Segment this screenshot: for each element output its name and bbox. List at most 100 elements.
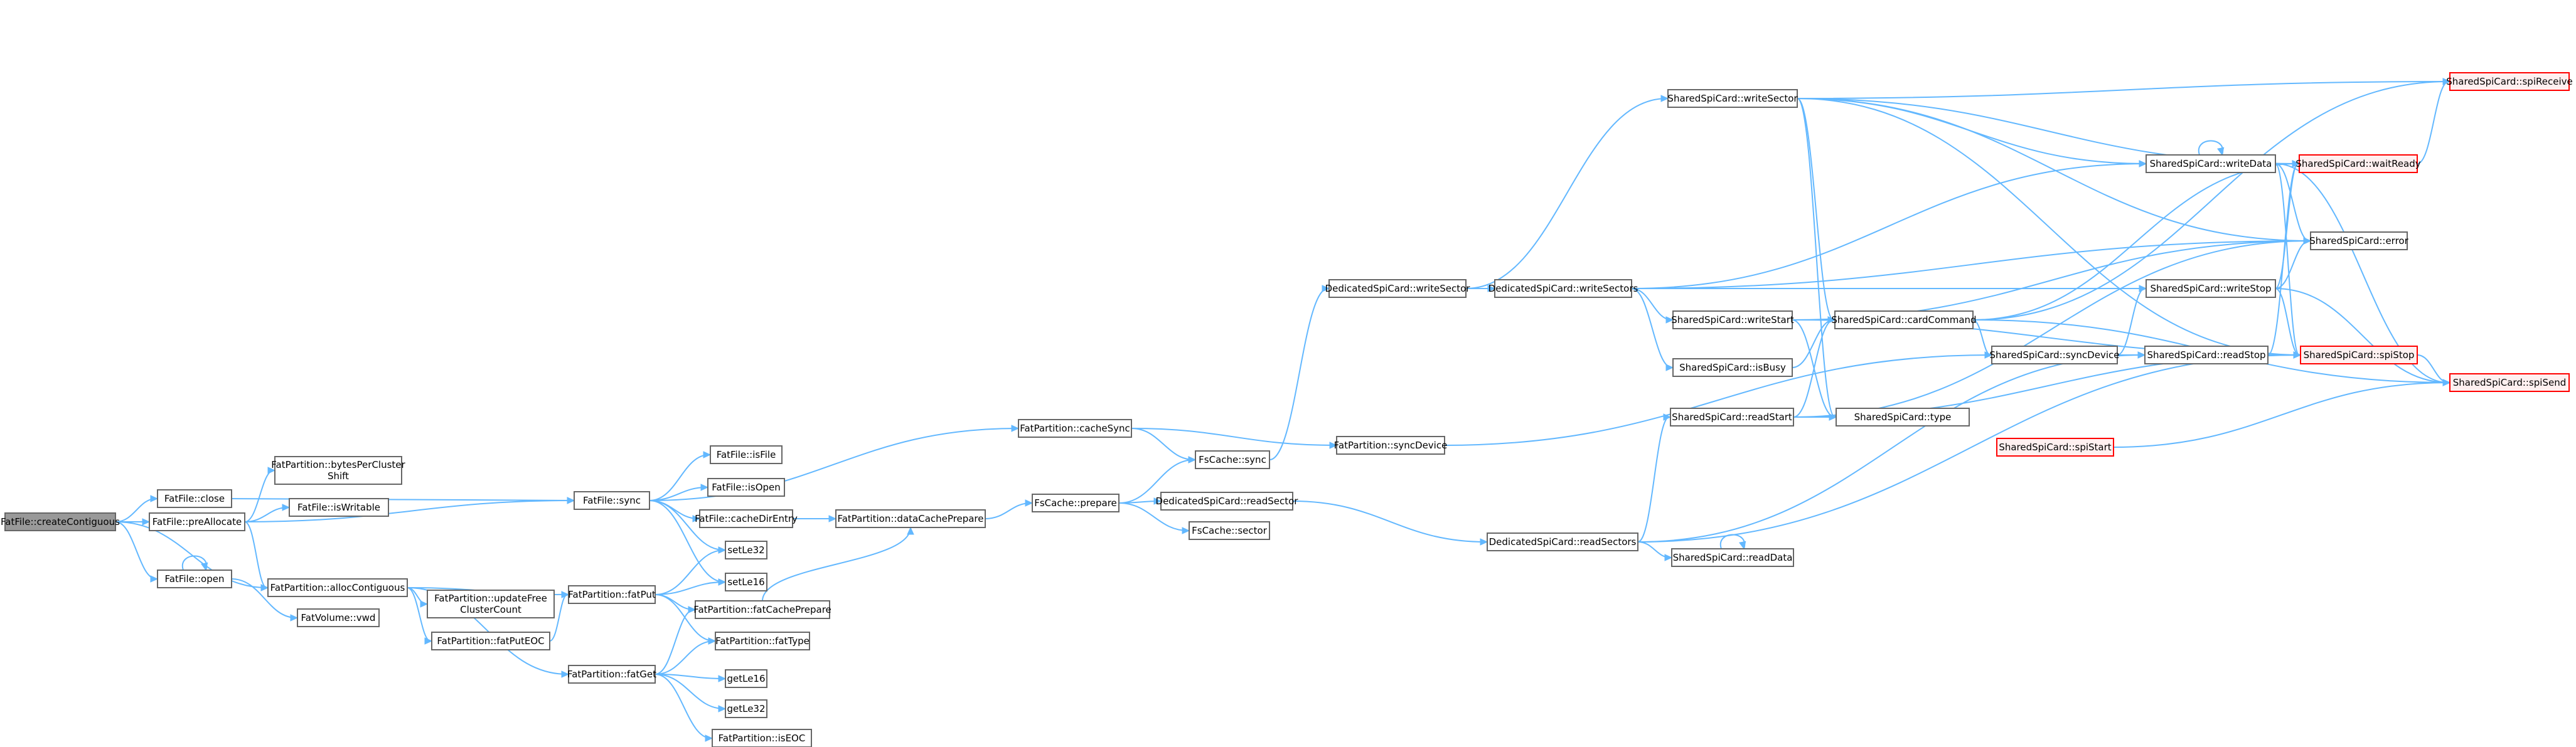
edge-n0-n1 <box>115 495 159 522</box>
node-box <box>1667 89 1798 108</box>
graph-node[interactable]: FatPartition::fatType <box>715 632 810 650</box>
edge-curve <box>2198 140 2224 156</box>
edge-arrow <box>1663 413 1672 421</box>
graph-node[interactable]: SharedSpiCard::spiReceive <box>2446 72 2573 91</box>
graph-node[interactable]: FatFile::isOpen <box>707 478 785 497</box>
graph-node[interactable]: FatFile::cacheDirEntry <box>695 509 798 528</box>
graph-node[interactable]: FatVolume::vwd <box>297 608 380 627</box>
edge-n19-n18 <box>655 637 717 675</box>
graph-node[interactable]: FatFile::open <box>157 570 232 588</box>
edge-curve <box>1465 98 1667 289</box>
edge-curve <box>762 527 911 601</box>
graph-node[interactable]: FatPartition::allocContiguous <box>267 578 408 597</box>
edge-n30-n31 <box>1465 285 1496 292</box>
node-box <box>2146 279 2276 298</box>
node-label: SharedSpiCard::cardCommand <box>1831 314 1976 326</box>
node-label: SharedSpiCard::readData <box>1673 552 1793 563</box>
node-label: FsCache::sector <box>1192 525 1268 536</box>
edge-arrow <box>1480 538 1488 546</box>
graph-node[interactable]: DedicatedSpiCard::readSectors <box>1487 532 1638 551</box>
node-label: SharedSpiCard::spiStop <box>2304 349 2415 361</box>
graph-node[interactable]: FatPartition::isEOC <box>712 729 812 747</box>
node-label: SharedSpiCard::writeSector <box>1667 93 1798 104</box>
graph-node[interactable]: DedicatedSpiCard::readSector <box>1156 492 1299 511</box>
edge-n3-n7 <box>231 578 299 622</box>
node-label: DedicatedSpiCard::writeSectors <box>1488 283 1638 294</box>
graph-node[interactable]: DedicatedSpiCard::writeSectors <box>1488 279 1638 298</box>
graph-node[interactable]: FatPartition::fatPut <box>568 585 656 604</box>
graph-node[interactable]: FatPartition::cacheSync <box>1018 419 1132 438</box>
graph-node[interactable]: SharedSpiCard::error <box>2309 231 2409 250</box>
node-label: FatPartition::fatCachePrepare <box>693 604 831 615</box>
graph-node[interactable]: getLe16 <box>725 669 767 688</box>
edge-curve <box>1631 288 1672 368</box>
edge-arrow <box>828 515 837 522</box>
node-label: SharedSpiCard::error <box>2309 235 2408 246</box>
edge-curve <box>985 502 1032 519</box>
graph-node[interactable]: setLe32 <box>725 541 767 559</box>
graph-node[interactable]: FatFile::preAllocate <box>149 512 245 531</box>
edge-n8-n23 <box>649 425 1020 501</box>
node-box <box>2449 373 2570 392</box>
graph-node[interactable]: SharedSpiCard::waitReady <box>2295 154 2421 173</box>
edge-n6-n15 <box>407 587 433 645</box>
node-box <box>1834 310 1974 329</box>
node-label: FatFile::preAllocate <box>152 516 242 527</box>
edge-arrow <box>420 600 429 608</box>
graph-node[interactable]: getLe32 <box>725 699 767 718</box>
node-box <box>289 498 389 517</box>
edge-curve <box>649 428 1018 501</box>
graph-node[interactable]: SharedSpiCard::readStop <box>2144 346 2269 364</box>
edge-curve <box>2275 163 2300 356</box>
graph-node[interactable]: FatPartition::syncDevice <box>1334 436 1448 455</box>
edge-curve <box>1797 98 1834 321</box>
graph-node[interactable]: FatFile::close <box>157 489 232 508</box>
edge-n19-n21 <box>655 674 727 713</box>
graph-node[interactable]: FatPartition::fatCachePrepare <box>693 600 831 619</box>
node-box <box>710 445 783 464</box>
node-label: DedicatedSpiCard::readSector <box>1156 495 1299 507</box>
graph-node[interactable]: SharedSpiCard::spiSend <box>2449 373 2570 392</box>
graph-node[interactable]: FatPartition::fatPutEOC <box>431 632 550 650</box>
graph-node[interactable]: FsCache::sector <box>1189 521 1270 540</box>
edge-n32-n36 <box>1637 413 1672 543</box>
graph-node[interactable]: SharedSpiCard::writeData <box>2146 154 2276 173</box>
edge-n36-n38 <box>1793 316 1836 418</box>
graph-node[interactable]: SharedSpiCard::writeStart <box>1671 310 1794 329</box>
graph-node[interactable]: SharedSpiCard::readData <box>1671 548 1794 567</box>
graph-node[interactable]: SharedSpiCard::writeSector <box>1667 89 1798 108</box>
edge-arrow <box>708 637 717 645</box>
graph-node[interactable]: FatFile::isWritable <box>289 498 389 517</box>
graph-node[interactable]: SharedSpiCard::isBusy <box>1672 358 1793 377</box>
graph-node[interactable]: SharedSpiCard::type <box>1836 408 1970 426</box>
graph-node[interactable]: FsCache::sync <box>1195 450 1270 469</box>
edge-curve <box>1972 81 2449 321</box>
graph-node[interactable]: SharedSpiCard::cardCommand <box>1831 310 1977 329</box>
graph-node[interactable]: SharedSpiCard::writeStop <box>2146 279 2276 298</box>
graph-node[interactable]: SharedSpiCard::syncDevice <box>1990 346 2120 364</box>
edge-arrow <box>561 670 570 678</box>
node-box <box>1487 532 1638 551</box>
edge-n1-n8 <box>231 497 575 504</box>
graph-node[interactable]: FsCache::prepare <box>1032 494 1120 512</box>
graph-node[interactable]: SharedSpiCard::readStart <box>1670 408 1794 426</box>
node-label: FatFile::sync <box>583 495 641 506</box>
graph-node[interactable]: DedicatedSpiCard::writeSector <box>1325 279 1471 298</box>
graph-node[interactable]: SharedSpiCard::spiStart <box>1996 438 2114 457</box>
graph-node[interactable]: FatFile::createContiguous <box>1 512 120 531</box>
edge-n41-n47 <box>2275 237 2312 289</box>
node-label: SharedSpiCard::writeStop <box>2150 283 2271 294</box>
graph-node[interactable]: FatPartition::fatGet <box>567 665 656 684</box>
graph-node[interactable]: FatPartition::dataCachePrepare <box>835 509 986 528</box>
graph-node[interactable]: FatFile::sync <box>574 491 650 510</box>
graph-node[interactable]: setLe16 <box>725 573 767 591</box>
edge-n31-n40 <box>1631 160 2147 289</box>
edge-n23-n29 <box>1131 428 1338 449</box>
graph-node[interactable]: FatFile::isFile <box>710 445 783 464</box>
node-label: SharedSpiCard::spiSend <box>2453 377 2567 388</box>
graph-node[interactable]: SharedSpiCard::spiStop <box>2300 346 2418 364</box>
edge-curve <box>1269 288 1328 460</box>
node-box <box>2300 346 2418 364</box>
